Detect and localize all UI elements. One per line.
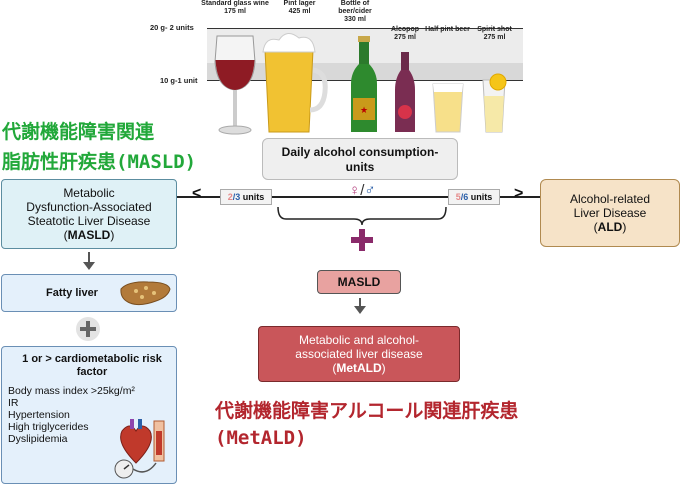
risk-factor-box: 1 or > cardiometabolic risk factor Body … <box>1 346 177 484</box>
jp-masld-line2: 脂肪性肝疾患(MASLD) <box>2 151 197 173</box>
masld-small-box: MASLD <box>317 270 401 294</box>
metald-line2: associated liver disease <box>295 347 423 361</box>
masld-small-label: MASLD <box>337 275 381 289</box>
drink-label-half-pint: Half pint beer <box>425 26 470 33</box>
masld-box: Metabolic Dysfunction-Associated Steatot… <box>1 179 177 249</box>
risk-item-ir: IR <box>8 397 19 409</box>
female-symbol-icon: ♀ <box>349 182 361 199</box>
ald-line3: (ALD) <box>593 220 627 234</box>
wine-glass-icon <box>214 35 256 135</box>
arrow-down-center-icon <box>354 298 366 314</box>
drink-label-lager: Pint lager 425 ml <box>283 0 316 15</box>
greater-than-symbol: > <box>514 185 524 202</box>
arrow-down-left-icon <box>83 252 95 270</box>
drinks-illustration: ★ <box>214 33 507 135</box>
unit-label-mid: 10 g-1 unit <box>160 76 198 85</box>
daily-consumption-label: Daily alcohol consumption- units <box>281 145 439 174</box>
masld-abbr: MASLD <box>67 228 111 242</box>
gender-symbols: ♀/♂ <box>349 182 376 199</box>
risk-item-hypertension: Hypertension <box>8 409 70 421</box>
gender-slash: / <box>360 182 365 199</box>
metald-box: Metabolic and alcohol- associated liver … <box>258 326 460 382</box>
masld-line2: Dysfunction-Associated <box>26 200 152 214</box>
ald-line1: Alcohol-related <box>569 192 651 206</box>
drink-label-spirit: Spirit shot 275 ml <box>477 26 512 41</box>
daily-consumption-box: Daily alcohol consumption- units <box>262 138 458 180</box>
unit-label-top: 20 g- 2 units <box>150 23 194 32</box>
risk-title: 1 or > cardiometabolic risk factor <box>22 353 162 378</box>
heart-blood-pressure-icon <box>114 419 165 479</box>
risk-item-dyslipidemia: Dyslipidemia <box>8 433 68 445</box>
lager-pint-icon <box>262 33 328 133</box>
risk-item-triglycerides: High triglycerides <box>8 421 89 433</box>
metald-line1: Metabolic and alcohol- <box>298 333 420 347</box>
masld-line4: (MASLD) <box>63 228 115 242</box>
drink-label-alcopop: Alcopop 275 ml <box>391 26 419 41</box>
left-units-b: /3 <box>232 192 241 202</box>
ald-abbr: ALD <box>597 220 623 234</box>
jp-metald-line2: (MetALD) <box>215 427 307 449</box>
metald-abbr: MetALD <box>336 361 382 375</box>
risk-item-bmi: Body mass index >25kg/m² <box>8 385 135 397</box>
left-units-a: 2 <box>227 192 233 202</box>
plus-icon-left <box>76 317 100 341</box>
left-units-c: units <box>240 192 265 202</box>
half-pint-icon <box>432 83 464 133</box>
drink-label-wine: Standard glass wine 175 ml <box>201 0 269 15</box>
male-symbol-icon: ♂ <box>364 182 376 199</box>
ald-box: Alcohol-related Liver Disease (ALD) <box>540 179 680 247</box>
jp-metald-line1: 代謝機能障害アルコール関連肝疾患 <box>215 400 519 422</box>
masld-line3: Steatotic Liver Disease <box>27 214 151 228</box>
fatty-liver-box: Fatty liver <box>1 274 177 312</box>
jp-masld-line1: 代謝機能障害関連 <box>2 121 155 143</box>
svg-text:★: ★ <box>360 106 368 116</box>
liver-icon <box>120 281 171 306</box>
bracket-connector <box>277 206 447 225</box>
right-units-b: /6 <box>460 192 469 202</box>
beer-bottle-icon: ★ <box>351 36 377 132</box>
right-units-c: units <box>468 192 493 202</box>
spirit-shot-icon <box>482 73 507 133</box>
fatty-liver-label: Fatty liver <box>46 287 98 299</box>
left-units-badge: 2/3 units <box>220 189 272 205</box>
ald-line2: Liver Disease <box>573 206 647 220</box>
right-units-a: 5 <box>455 192 461 202</box>
spectrum-line <box>176 196 540 198</box>
drink-label-beer-bottle: Bottle of beer/cider 330 ml <box>338 0 372 23</box>
plus-icon-center <box>351 229 373 251</box>
risk-list: Body mass index >25kg/m² IR Hypertension… <box>8 385 135 445</box>
right-units-badge: 5/6 units <box>448 189 500 205</box>
unit-line-top <box>207 28 523 29</box>
alcopop-bottle-icon <box>395 52 415 132</box>
less-than-symbol: < <box>192 185 202 202</box>
masld-line1: Metabolic <box>63 186 115 200</box>
metald-line3: (MetALD) <box>332 361 386 375</box>
